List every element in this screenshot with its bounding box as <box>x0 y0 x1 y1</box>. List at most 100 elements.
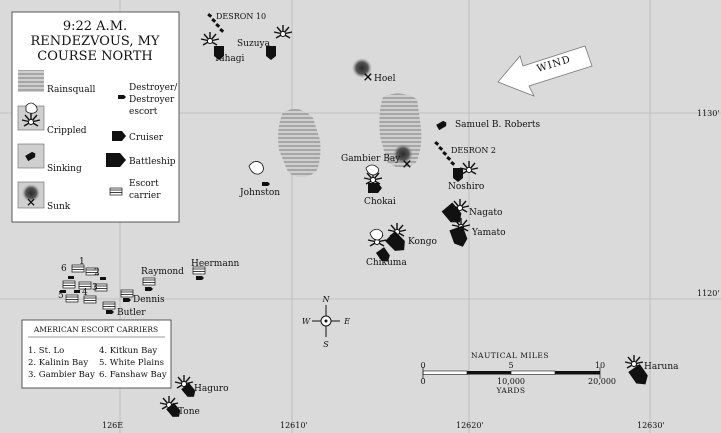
johnston-group: Johnston <box>239 161 280 198</box>
grid-label-12630: 12630' <box>637 421 665 430</box>
legend-carrier-1: Escort <box>129 179 159 189</box>
desron10-label: DESRON 10 <box>216 12 266 21</box>
samuel-b-roberts-label: Samuel B. Roberts <box>455 120 540 130</box>
samuel-b-roberts-group: Samuel B. Roberts <box>436 119 540 131</box>
scale-yards: YARDS <box>495 386 525 395</box>
haguro-group: Haguro <box>174 374 229 400</box>
butler-group: Butler <box>102 301 146 318</box>
yahagi-burst-icon <box>200 31 220 46</box>
chikuma-group: Chikuma <box>366 228 407 268</box>
compass-s: S <box>323 340 329 349</box>
scale-yd-10000: 10,000 <box>497 377 525 386</box>
wind-arrow: WIND <box>497 45 593 97</box>
desron2-group: DESRON 2 Noshiro <box>434 140 496 192</box>
carrier-item-3: 3. Gambier Bay <box>28 370 95 380</box>
gambier-bay-group: × Gambier Bay <box>341 144 413 172</box>
crippled-icon <box>21 102 41 127</box>
compass-n: N <box>322 295 331 304</box>
raymond-label: Raymond <box>141 267 184 277</box>
nagato-label: Nagato <box>469 208 502 218</box>
raymond-group: Raymond <box>141 267 184 291</box>
yamato-group: Yamato <box>449 217 506 250</box>
carrier-4-label: 4 <box>82 288 88 298</box>
svg-text:×: × <box>26 195 36 209</box>
hoel-label: Hoel <box>374 74 396 84</box>
johnston-label: Johnston <box>239 188 280 198</box>
escort-carriers-box: AMERICAN ESCORT CARRIERS 1. St. Lo 2. Ka… <box>21 319 172 389</box>
svg-text:×: × <box>402 157 413 172</box>
legend-sinking: Sinking <box>47 164 82 174</box>
title-line-3: COURSE NORTH <box>37 49 152 64</box>
scale-yd-20000: 20,000 <box>588 377 616 386</box>
carrier-item-4: 4. Kitkun Bay <box>99 346 157 356</box>
yahagi-label: Yahagi <box>213 54 245 64</box>
scale-title: NAUTICAL MILES <box>471 351 549 360</box>
legend-crippled: Crippled <box>47 126 87 136</box>
carrier-1-label: 1 <box>79 257 85 267</box>
heermann-group: Heermann <box>191 259 239 280</box>
escort-carriers-title: AMERICAN ESCORT CARRIERS <box>33 325 158 334</box>
legend-sinking-swatch <box>17 143 45 169</box>
carrier-3-label: 3 <box>92 283 98 293</box>
desron10-group: DESRON 10 Yahagi Suzuya <box>200 12 293 64</box>
compass-rose: N S E W <box>302 295 350 349</box>
legend-rainsquall-swatch <box>18 70 44 92</box>
chikuma-label: Chikuma <box>366 258 407 268</box>
suzuya-label: Suzuya <box>237 39 271 49</box>
sunk-icon: × <box>22 184 40 209</box>
grid-label-12610: 12610' <box>280 421 308 430</box>
title-line-1: 9:22 A.M. <box>63 19 127 34</box>
tone-label: Tone <box>178 407 200 417</box>
carrier-item-6: 6. Fanshaw Bay <box>99 370 167 380</box>
compass-w: W <box>302 317 311 326</box>
noshiro-label: Noshiro <box>448 182 484 192</box>
carrier-item-5: 5. White Plains <box>99 358 164 368</box>
carrier-icon <box>109 187 123 196</box>
butler-label: Butler <box>117 308 146 318</box>
carrier-6-label: 6 <box>61 264 67 274</box>
hoel-group: × Hoel <box>352 58 396 85</box>
legend-battleship: Battleship <box>129 157 176 167</box>
scale-bar: NAUTICAL MILES 0 5 10 0 10,000 20,000 YA… <box>420 351 616 395</box>
nagato-group: Nagato <box>441 198 502 227</box>
dennis-label: Dennis <box>133 295 165 305</box>
heermann-label: Heermann <box>191 259 239 269</box>
chokai-label: Chokai <box>364 197 396 207</box>
svg-text:×: × <box>363 70 374 85</box>
sinking-ship-icon <box>436 119 448 131</box>
haguro-label: Haguro <box>194 384 229 394</box>
grid-label-1130: 1130' <box>697 109 720 118</box>
haruna-group: Haruna <box>624 354 679 389</box>
scale-nm-10: 10 <box>595 361 605 370</box>
escort-carriers-cluster: 1 2 3 4 5 6 <box>58 257 108 304</box>
carrier-item-2: 2. Kalinin Bay <box>28 358 88 368</box>
scale-nm-5: 5 <box>508 361 513 370</box>
chokai-group: Chokai <box>363 164 396 207</box>
legend-box: 9:22 A.M. RENDEZVOUS, MY COURSE NORTH Ra… <box>11 11 180 223</box>
grid-label-12620: 12620' <box>456 421 484 430</box>
legend-destroyer-3: escort <box>129 107 158 117</box>
dennis-group: Dennis <box>120 289 165 305</box>
compass-e: E <box>343 317 350 326</box>
carrier-2-label: 2 <box>94 268 100 278</box>
grid-label-1120: 1120' <box>697 289 720 298</box>
carrier-5-label: 5 <box>58 291 64 301</box>
scale-nm-0: 0 <box>420 361 425 370</box>
title-line-2: RENDEZVOUS, MY <box>31 34 160 49</box>
rainsquall-west <box>278 109 321 177</box>
grid-label-126e: 126E <box>102 421 123 430</box>
suzuya-burst-icon <box>273 24 293 39</box>
scale-yd-0: 0 <box>420 377 425 386</box>
tone-group: Tone <box>159 395 200 420</box>
kongo-group: Kongo <box>385 222 437 256</box>
legend-sunk: Sunk <box>47 202 71 212</box>
legend-cruiser: Cruiser <box>129 133 164 143</box>
noshiro-ship-icon <box>453 168 463 182</box>
yamato-label: Yamato <box>471 228 506 238</box>
legend-carrier-2: carrier <box>129 191 161 201</box>
legend-rainsquall: Rainsquall <box>47 85 95 95</box>
haruna-label: Haruna <box>644 362 679 372</box>
legend-destroyer-1: Destroyer/ <box>129 83 178 93</box>
